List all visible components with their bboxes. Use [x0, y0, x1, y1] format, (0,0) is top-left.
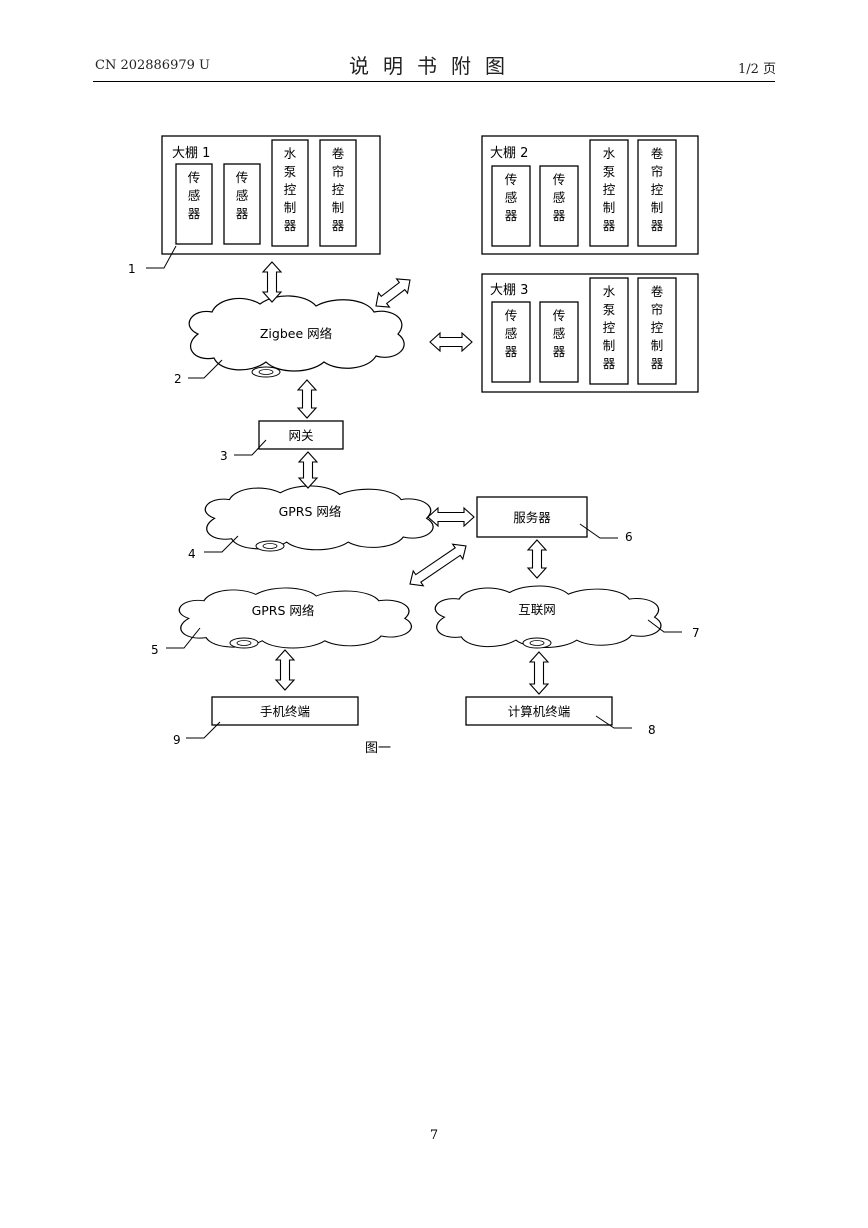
arrow-gateway-gprs [297, 451, 319, 489]
greenhouse-2-sensor-a: 传感器 [505, 172, 518, 223]
greenhouse-3-curtain-controller: 卷帘控制器 [651, 284, 664, 371]
greenhouse-2-sensor-b: 传感器 [553, 172, 566, 223]
greenhouse-1-sensor-a: 传感器 [188, 170, 201, 221]
phone-terminal-label: 手机终端 [260, 704, 310, 719]
ref-1: 1 [128, 262, 136, 276]
leader-lines [146, 245, 682, 739]
ref-4: 4 [188, 547, 196, 561]
arrow-gprs-server [427, 506, 475, 528]
reference-numbers: 1 2 3 4 5 6 7 8 9 [128, 262, 700, 747]
figure-caption: 图一 [365, 741, 391, 756]
greenhouse-2: 大棚 2 传感器 传感器 水泵控制器 卷帘控制器 [481, 135, 699, 255]
gateway-label: 网关 [288, 428, 313, 443]
ref-3: 3 [220, 449, 228, 463]
gprs-network-upper-cloud: GPRS 网络 [204, 485, 434, 552]
gprs-network-upper-label: GPRS 网络 [279, 504, 342, 519]
ref-6: 6 [625, 530, 633, 544]
ref-8: 8 [648, 723, 656, 737]
greenhouse-1-pump-controller: 水泵控制器 [284, 146, 297, 233]
zigbee-network-label: Zigbee 网络 [260, 326, 333, 341]
greenhouse-2-curtain-controller: 卷帘控制器 [651, 146, 664, 233]
arrow-zigbee-greenhouse2 [375, 278, 411, 308]
ref-2: 2 [174, 372, 182, 386]
greenhouse-3-title: 大棚 3 [490, 283, 528, 298]
zigbee-network-cloud: Zigbee 网络 [188, 295, 405, 378]
greenhouse-1-title: 大棚 1 [172, 146, 210, 161]
ref-5: 5 [151, 643, 159, 657]
phone-terminal-box: 手机终端 [211, 696, 359, 726]
greenhouse-2-title: 大棚 2 [490, 146, 528, 161]
arrow-internet-computer [528, 651, 550, 695]
arrow-zigbee-gateway [296, 379, 318, 419]
greenhouse-1-curtain-controller: 卷帘控制器 [332, 146, 345, 233]
ref-7: 7 [692, 626, 700, 640]
greenhouse-3-sensor-a: 传感器 [505, 308, 518, 359]
header-rule [93, 81, 775, 82]
greenhouse-3-sensor-b: 传感器 [553, 308, 566, 359]
internet-cloud: 互联网 [434, 585, 662, 649]
page-title: 说明书附图 [349, 54, 519, 78]
gateway-box: 网关 [258, 420, 344, 450]
arrow-server-internet [526, 539, 548, 579]
server-label: 服务器 [513, 510, 551, 525]
internet-label: 互联网 [518, 602, 556, 617]
greenhouse-1-sensor-b: 传感器 [236, 170, 249, 221]
server-box: 服务器 [476, 496, 588, 538]
page-indicator: 1/2 页 [737, 62, 776, 77]
arrow-greenhouse1-zigbee [261, 261, 283, 303]
greenhouse-3: 大棚 3 传感器 传感器 水泵控制器 卷帘控制器 [481, 273, 699, 393]
gprs-network-lower-cloud: GPRS 网络 [178, 587, 413, 649]
arrow-zigbee-greenhouse3 [429, 331, 473, 353]
gprs-network-lower-label: GPRS 网络 [252, 603, 315, 618]
greenhouse-1: 大棚 1 传感器 传感器 水泵控制器 卷帘控制器 [161, 135, 381, 255]
computer-terminal-box: 计算机终端 [465, 696, 613, 726]
connection-arrows [261, 261, 550, 695]
arrow-gprs-phone [274, 649, 296, 691]
arrow-server-gprs-lower [409, 543, 467, 587]
patent-number: CN 202886979 U [95, 58, 210, 73]
ref-9: 9 [173, 733, 181, 747]
greenhouse-3-pump-controller: 水泵控制器 [603, 284, 616, 371]
greenhouse-2-pump-controller: 水泵控制器 [603, 146, 616, 233]
page-number: 7 [429, 1128, 439, 1143]
computer-terminal-label: 计算机终端 [508, 704, 571, 719]
